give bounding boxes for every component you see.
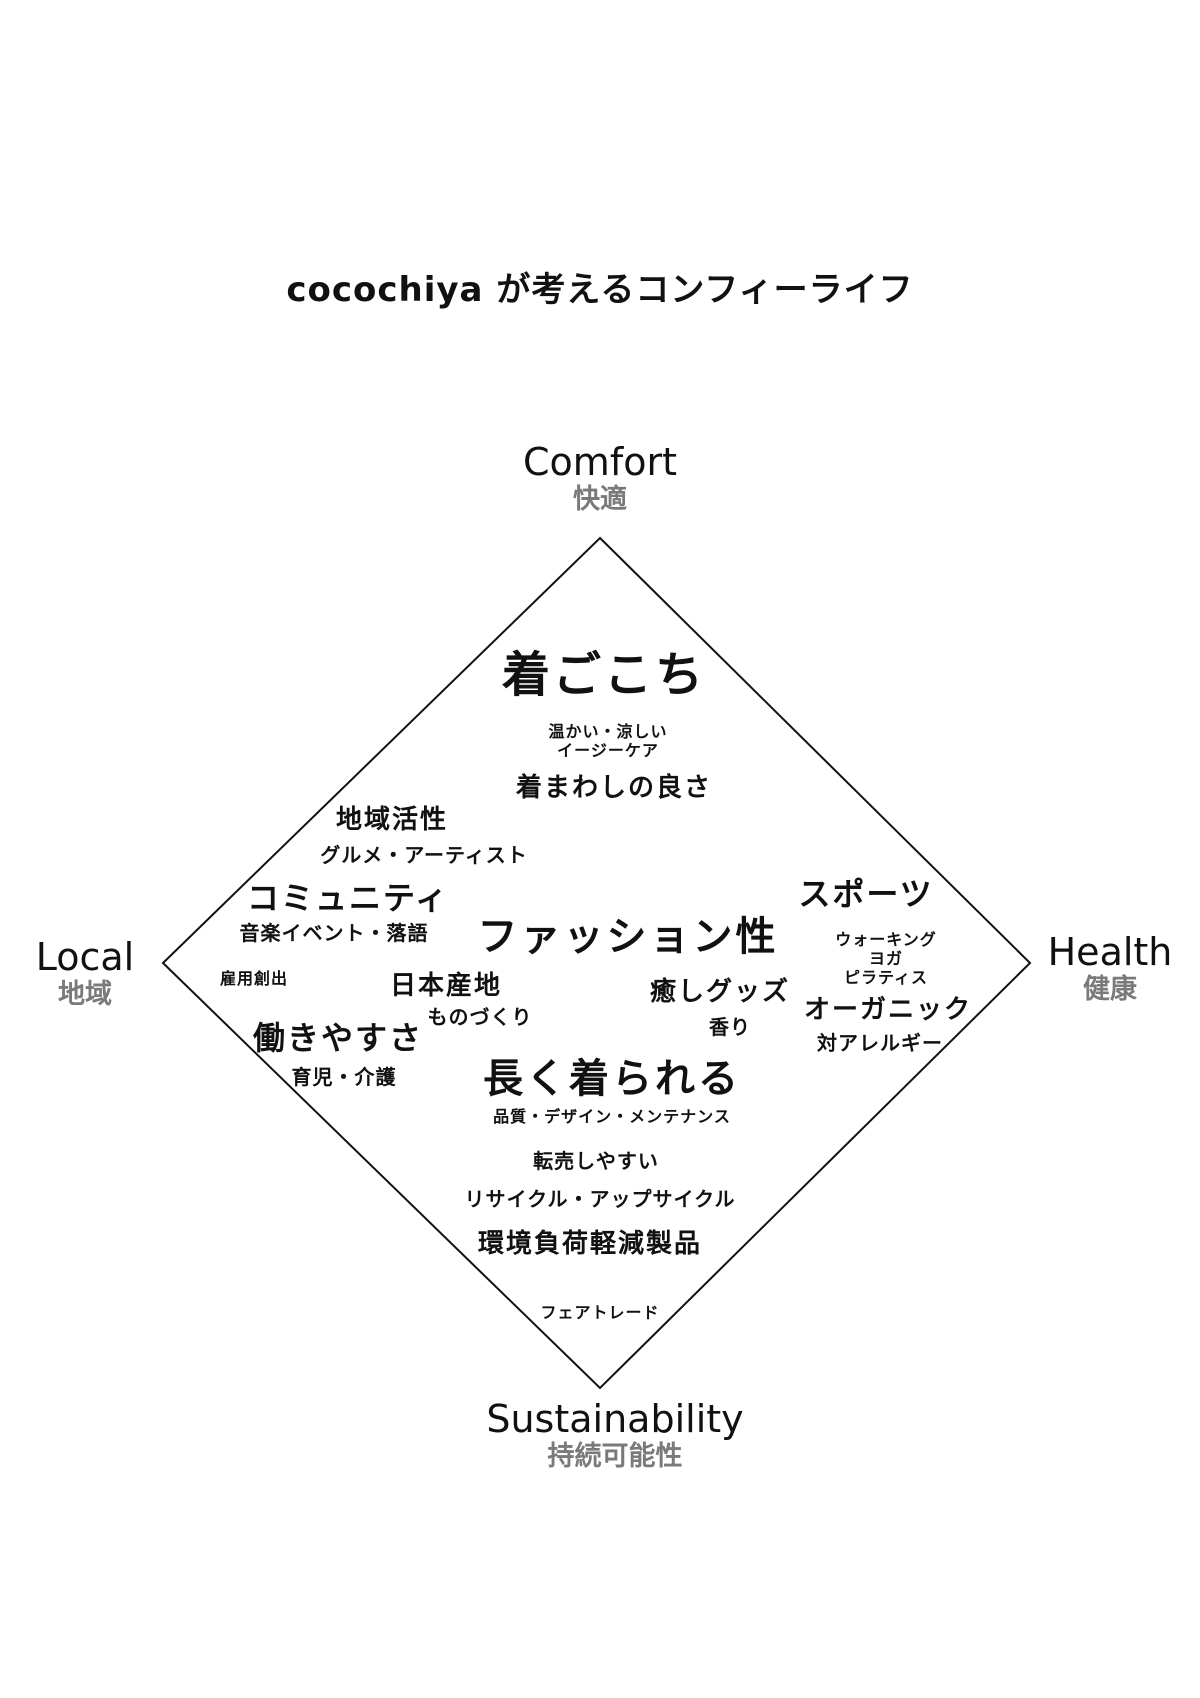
keyword-kigokochi-sub: 温かい・涼しい イージーケア	[548, 722, 667, 760]
keyword-allergy: 対アレルギー	[817, 1031, 943, 1055]
keyword-kigokochi-sub2: イージーケア	[557, 741, 659, 761]
axis-local-ja: 地域	[58, 979, 112, 1010]
axis-comfort-ja: 快適	[573, 484, 627, 515]
keyword-pilates: ピラティス	[843, 968, 929, 988]
keyword-hinshitsu: 品質・デザイン・メンテナンス	[493, 1107, 731, 1126]
axis-health-en: Health	[1047, 930, 1173, 974]
keyword-recycle: リサイクル・アップサイクル	[464, 1187, 736, 1211]
axis-comfort-en: Comfort	[523, 440, 677, 484]
keyword-kimawashi: 着まわしの良さ	[515, 773, 713, 803]
axis-health-ja: 健康	[1083, 974, 1137, 1005]
keyword-kaori: 香り	[709, 1015, 751, 1039]
axis-sustainability-en: Sustainability	[486, 1397, 744, 1441]
keyword-fair: フェアトレード	[540, 1303, 660, 1322]
keyword-community: コミュニティ	[246, 879, 450, 917]
keyword-chiiki: 地域活性	[335, 805, 449, 835]
keyword-iyashi: 癒しグッズ	[649, 977, 791, 1007]
keyword-koyou: 雇用創出	[219, 969, 289, 988]
keyword-ongaku: 音楽イベント・落語	[239, 921, 429, 945]
keyword-ikuji: 育児・介護	[291, 1065, 397, 1089]
keyword-organic: オーガニック	[803, 995, 973, 1025]
keyword-hataraki: 働きやすさ	[252, 1019, 424, 1057]
keyword-nagaku: 長く着られる	[483, 1056, 741, 1102]
keyword-walking: ウォーキング	[835, 930, 937, 949]
axis-local: Local 地域	[30, 935, 140, 1011]
keyword-monozukuri: ものづくり	[427, 1005, 533, 1029]
keyword-kigokochi: 着ごこち	[501, 647, 707, 703]
axis-comfort: Comfort 快適	[495, 440, 705, 516]
keyword-yoga: ヨガ	[868, 949, 903, 969]
keyword-kankyo: 環境負荷軽減製品	[477, 1229, 703, 1259]
axis-local-en: Local	[35, 935, 135, 979]
axis-sustainability: Sustainability 持続可能性	[450, 1397, 780, 1473]
keyword-fashion: ファッション性	[477, 914, 779, 960]
page-title: cocochiya が考えるコンフィーライフ	[286, 270, 914, 310]
axis-sustainability-ja: 持続可能性	[547, 1441, 683, 1472]
keyword-sports-sub: ウォーキング ヨガ ピラティス	[835, 930, 937, 988]
keyword-tenbai: 転売しやすい	[533, 1149, 659, 1173]
keyword-kigokochi-sub1: 温かい・涼しい	[548, 722, 668, 741]
keyword-sports: スポーツ	[798, 875, 934, 913]
keyword-nihon: 日本産地	[389, 971, 503, 1001]
axis-health: Health 健康	[1035, 930, 1185, 1006]
keyword-gurume: グルメ・アーティスト	[320, 843, 528, 867]
